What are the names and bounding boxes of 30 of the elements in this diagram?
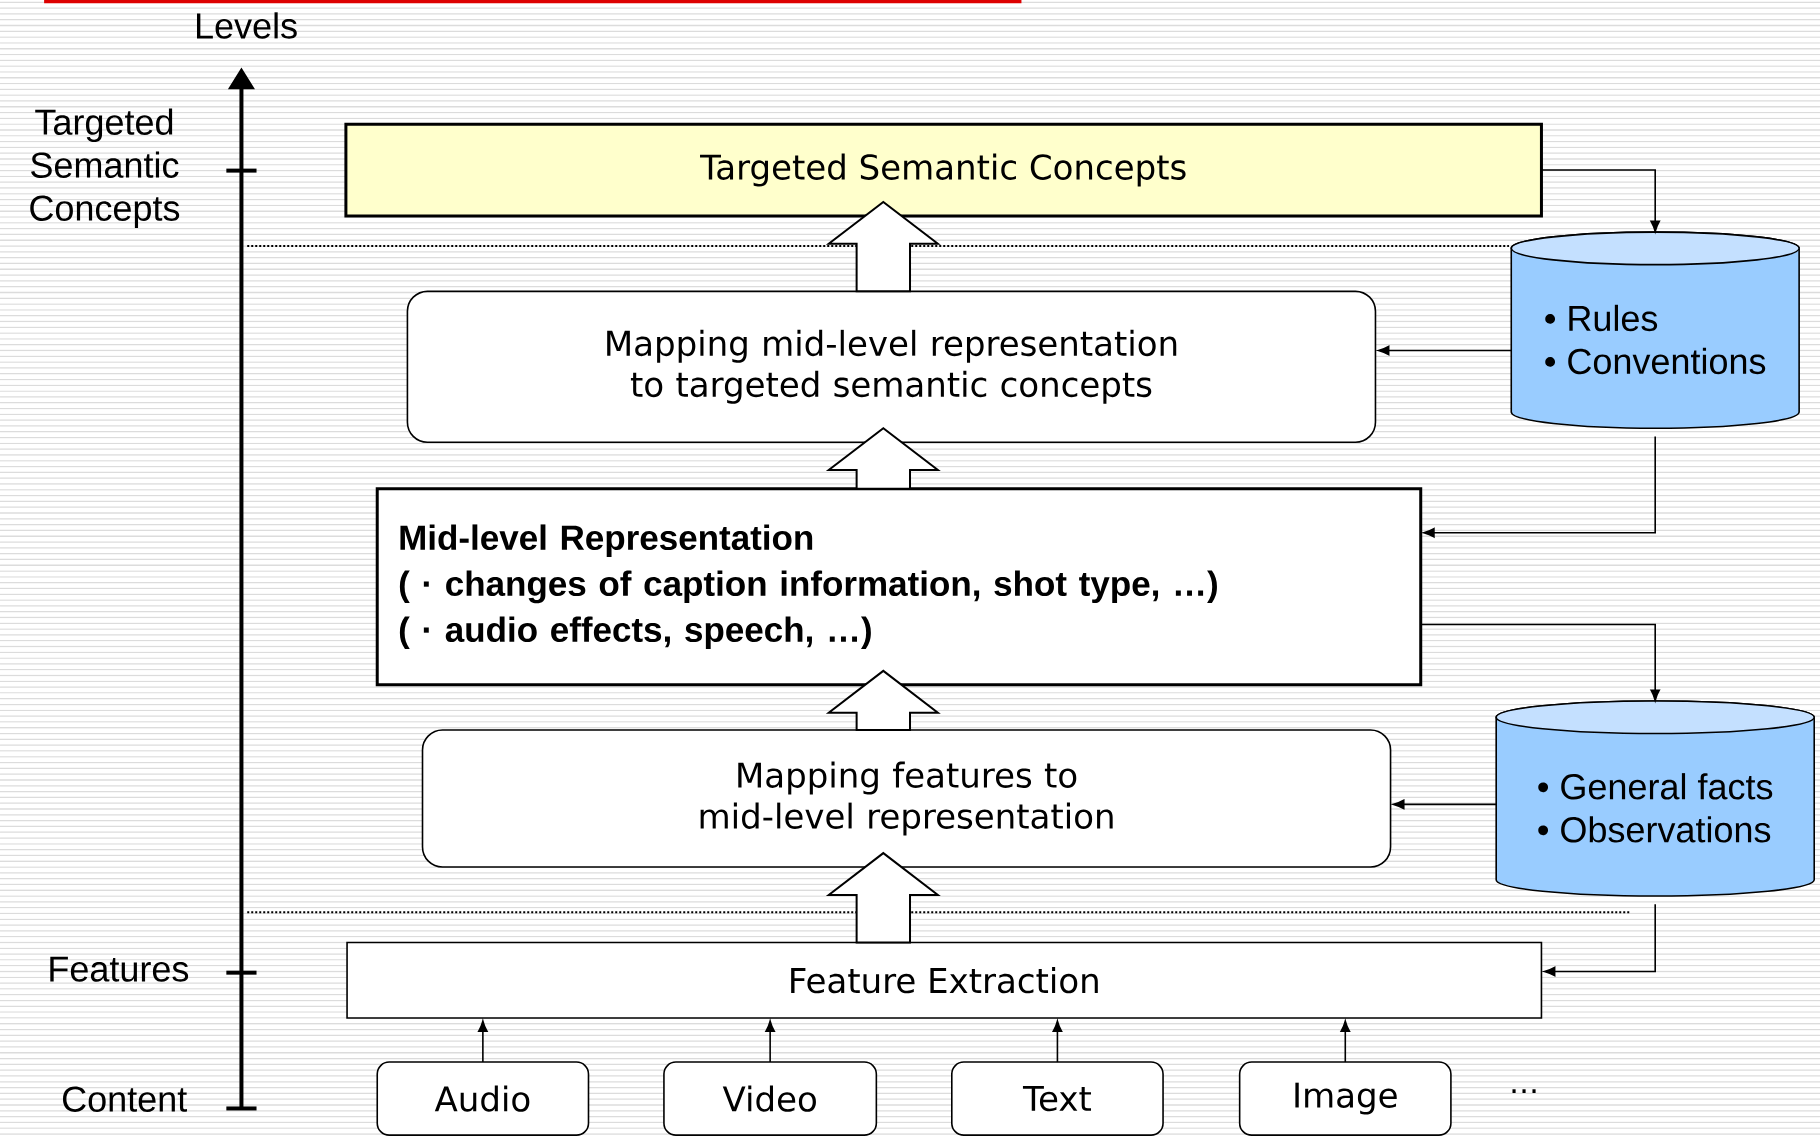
source-box: Audio	[376, 1061, 590, 1136]
process-box: Mapping mid-level representation to targeted semantic concepts	[406, 290, 1377, 443]
arrow	[765, 1020, 775, 1063]
block-arrow	[825, 669, 941, 731]
axis-label: Targeted Semantic Concepts	[30, 108, 180, 228]
arrow	[1052, 1020, 1063, 1063]
arrow	[1540, 169, 1661, 232]
block-arrow	[825, 200, 941, 293]
axis-label: Features	[50, 956, 189, 982]
process-box: Feature Extraction	[346, 941, 1543, 1019]
axis-label: Levels	[197, 12, 297, 39]
block-arrow	[825, 426, 941, 490]
arrow	[1392, 799, 1497, 810]
database-cylinder: • Rules • Conventions	[1510, 231, 1800, 429]
process-box: Mapping features to mid-level representation	[421, 729, 1392, 868]
block-arrow	[825, 851, 941, 944]
source-box: Text	[951, 1061, 1164, 1136]
source-box: Image	[1238, 1061, 1452, 1136]
concept-box: Targeted Semantic Concepts	[344, 122, 1543, 218]
axis-label: …	[1512, 1089, 1536, 1093]
representation-box: Mid-level Representation ( · changes of caption information, shot type, …) ( · audio effects, speech, …)	[375, 487, 1423, 687]
arrow	[1419, 623, 1661, 701]
axis-label: Content	[63, 1086, 187, 1112]
arrow	[1543, 903, 1656, 977]
arrow	[1340, 1020, 1351, 1063]
arrow	[1377, 345, 1513, 356]
arrow	[1423, 435, 1656, 538]
database-cylinder: • General facts • Observations	[1495, 700, 1815, 897]
source-box: Video	[663, 1061, 878, 1136]
arrow	[478, 1020, 488, 1063]
